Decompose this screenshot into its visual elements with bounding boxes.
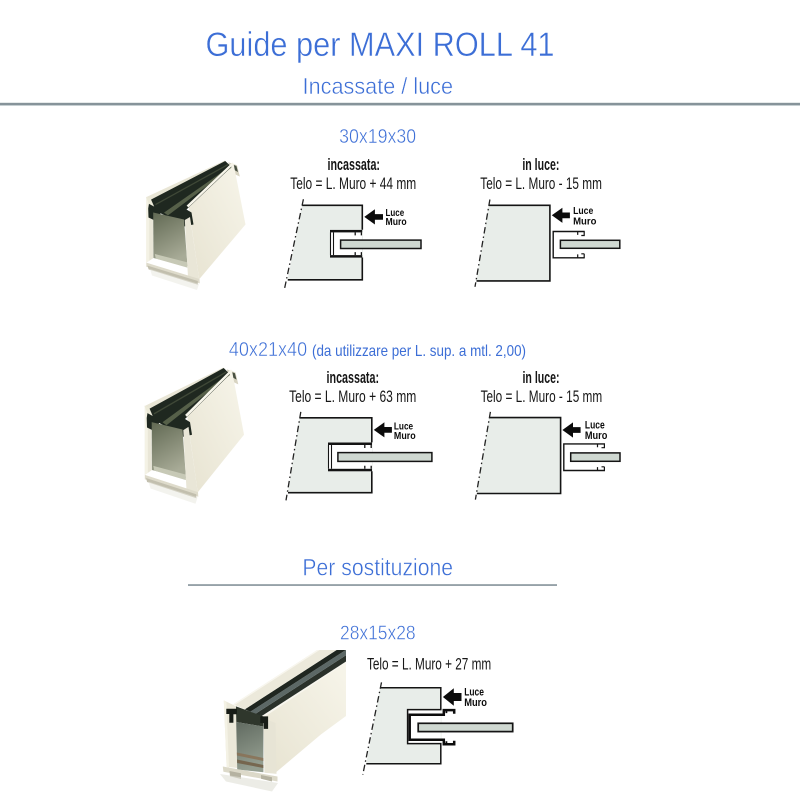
svg-text:Luce: Luce [464, 686, 484, 698]
svg-text:incassata:: incassata: [327, 368, 380, 387]
svg-text:30x19x30: 30x19x30 [339, 126, 416, 148]
svg-text:Incassate / luce: Incassate / luce [303, 73, 454, 99]
svg-text:Telo = L. Muro + 44 mm: Telo = L. Muro + 44 mm [290, 175, 416, 193]
svg-text:Muro: Muro [386, 216, 407, 228]
svg-text:Luce: Luce [573, 205, 593, 217]
svg-text:in luce:: in luce: [522, 155, 559, 174]
svg-text:Telo = L. Muro + 27 mm: Telo = L. Muro + 27 mm [367, 656, 491, 674]
svg-text:Telo = L. Muro - 15 mm: Telo = L. Muro - 15 mm [481, 388, 603, 406]
svg-text:Luce: Luce [386, 207, 405, 219]
svg-text:Muro: Muro [573, 216, 596, 228]
svg-text:Muro: Muro [464, 697, 487, 709]
svg-text:Per sostituzione: Per sostituzione [302, 555, 453, 582]
svg-text:(da utilizzare per L. sup. a m: (da utilizzare per L. sup. a mtl. 2,00) [312, 343, 526, 360]
svg-text:Muro: Muro [585, 430, 608, 442]
svg-text:Telo = L. Muro - 15 mm: Telo = L. Muro - 15 mm [480, 175, 602, 193]
svg-text:Telo = L. Muro + 63 mm: Telo = L. Muro + 63 mm [289, 388, 416, 406]
svg-text:40x21x40: 40x21x40 [229, 339, 307, 361]
svg-text:Luce: Luce [585, 420, 605, 432]
svg-text:Guide per MAXI ROLL 41: Guide per MAXI ROLL 41 [206, 26, 555, 64]
svg-text:28x15x28: 28x15x28 [340, 622, 416, 644]
svg-text:Luce: Luce [394, 421, 413, 433]
svg-text:Muro: Muro [394, 430, 416, 442]
svg-text:incassata:: incassata: [328, 155, 381, 174]
svg-text:in luce:: in luce: [523, 368, 560, 387]
